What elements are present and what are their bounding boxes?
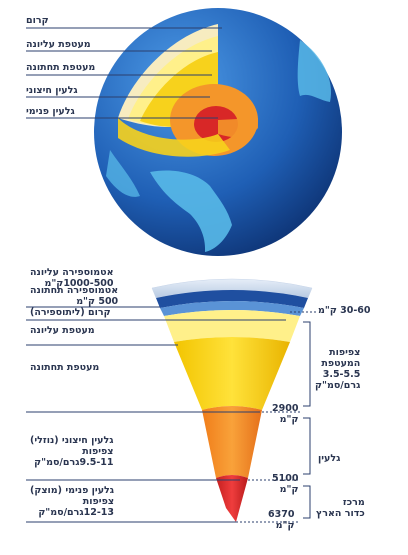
continent-land <box>297 40 332 102</box>
label-section-crust: קרום (ליתוספירה) <box>30 307 111 318</box>
label-upper-atmosphere: אטמוספירה עליונה 1000-500ק"מ <box>30 267 114 289</box>
crust-band <box>160 301 304 316</box>
lower-mantle-band <box>174 337 290 410</box>
continent-land <box>150 170 232 252</box>
outer-core-band <box>202 406 262 478</box>
inner-core-band <box>216 475 248 522</box>
label-inner-core: גלעין פנימי <box>26 106 75 117</box>
label-outer-core: גלעין חיצוני <box>26 85 78 96</box>
cut-face <box>218 118 258 138</box>
label-section-lower-mantle: מעטפת תחתונה <box>30 362 100 373</box>
label-lower-mantle: מעטפת תחתונה <box>26 62 96 73</box>
label-core: גלעין <box>318 453 341 464</box>
label-crust-depth: 30-60 ק"מ <box>318 305 371 316</box>
label-center: מרכז כדור הארץ <box>316 497 365 519</box>
globe-leaders <box>26 27 222 119</box>
label-section-inner-core: גלעין פנימי (מוצק) צפיפות 12-13גרם/סמ"ק <box>30 485 115 518</box>
label-mantle-depth: 2900 ק"מ <box>272 403 299 425</box>
label-crust: קרום <box>26 15 49 26</box>
continent-land <box>106 150 140 197</box>
brackets <box>303 321 311 519</box>
label-lower-atmosphere: אטמוספירה תחתונה 500 ק"מ <box>30 285 119 307</box>
section-leaders <box>26 306 286 523</box>
core-bracket <box>303 417 311 475</box>
label-center-depth: 6370 ק"מ <box>268 509 295 531</box>
label-section-outer-core: גלעין חיצוני (נוזלי) צפיפות 9.5-11גרם/סמ… <box>30 435 114 468</box>
globe <box>94 8 342 256</box>
label-mantle-density: צפיפות המעטפת 3.5-5.5 גרם/סמ"ק <box>315 347 361 391</box>
atmosphere-lower <box>156 290 308 308</box>
center-bracket <box>303 485 311 519</box>
label-section-upper-mantle: מעטפת עליונה <box>30 325 95 336</box>
label-outer-core-depth: 5100 ק"מ <box>272 473 299 495</box>
label-upper-mantle: מעטפת עליונה <box>26 39 91 50</box>
mantle-bracket <box>303 321 311 407</box>
section-wedge <box>151 278 313 522</box>
upper-mantle-band <box>164 310 300 342</box>
depth-leaders <box>236 311 316 523</box>
cut-face <box>118 118 230 157</box>
